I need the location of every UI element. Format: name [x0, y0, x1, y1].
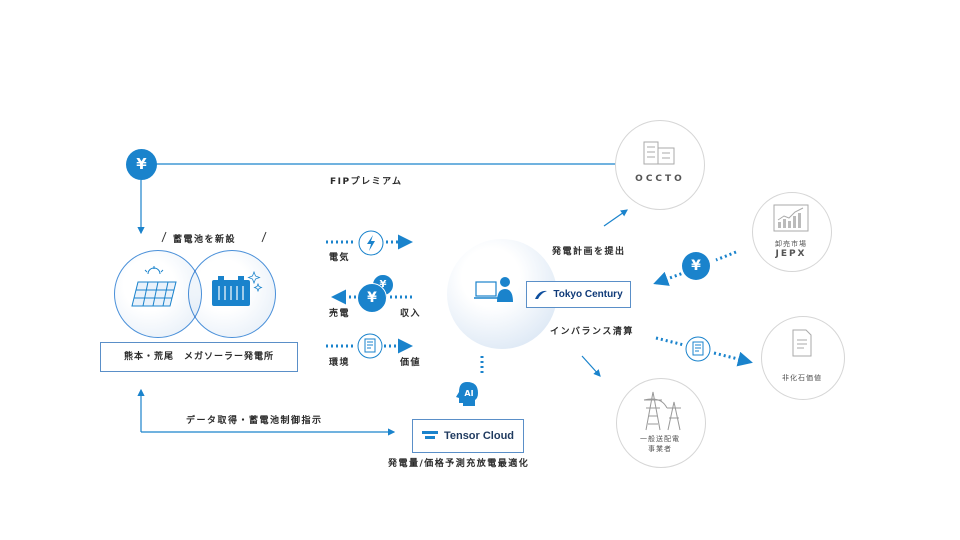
jepx-label-line1: 卸売市場: [775, 240, 807, 248]
ai-badge: AI: [464, 389, 473, 398]
sell-electricity-label: 売電: [329, 309, 351, 319]
plant-name-box: 熊本・荒尾 メガソーラー発電所: [100, 342, 298, 372]
battery-icon: [212, 270, 263, 306]
fip-coin: ¥: [126, 149, 157, 180]
data-control-label: データ取得・蓄電池制御指示: [186, 416, 323, 426]
fip-label: FIPプレミアム: [330, 177, 403, 187]
tensor-cloud-box: Tensor Cloud: [412, 419, 524, 453]
transmission-tower-icon: [643, 391, 681, 431]
ai-head-icon: AI: [456, 382, 478, 406]
lightning-icon: [358, 230, 384, 256]
jepx-arrow-a: [715, 250, 737, 262]
document-icon: [792, 329, 812, 357]
electricity-label: 電気: [329, 253, 351, 263]
plant-top-label: 蓄電池を新設: [173, 235, 237, 245]
nonfossil-arrow-a: [655, 336, 685, 347]
submit-plan-label: 発電計画を提出: [552, 247, 626, 257]
income-label: 収入: [400, 309, 422, 319]
optimization-label: 発電量/価格予測充放電最適化: [388, 459, 530, 469]
grid-label-line2: 事業者: [648, 445, 672, 453]
tokyo-century-box: Tokyo Century: [526, 281, 631, 308]
plan-arrow: [603, 209, 628, 227]
market-chart-icon: [773, 204, 809, 232]
yen-icon: ¥: [136, 155, 147, 173]
imbalance-label: インバランス清算: [550, 327, 634, 337]
solar-panel-icon: [131, 266, 177, 307]
grid-arrow: [581, 355, 601, 377]
income-coin-front: ¥: [357, 283, 387, 313]
tensor-cloud-logo-icon: [421, 431, 438, 439]
certificate-icon: [357, 333, 383, 359]
yen-icon: ¥: [379, 279, 387, 290]
product-name: Tensor Cloud: [443, 430, 515, 442]
nonfossil-certificate-icon: [685, 336, 711, 362]
company-name: Tokyo Century: [553, 289, 623, 300]
occto-label: OCCTO: [635, 174, 685, 184]
yen-icon: ¥: [367, 290, 377, 306]
yen-icon: ¥: [691, 258, 701, 274]
nonfossil-label: 非化石価値: [782, 374, 822, 382]
building-icon: [643, 141, 675, 165]
value-label: 価値: [400, 358, 422, 368]
nonfossil-arrow-b: [713, 351, 753, 367]
environment-label: 環境: [329, 358, 351, 368]
grid-label-line1: 一般送配電: [640, 435, 680, 443]
jepx-arrow-b: [653, 270, 687, 286]
occto-circle: [615, 120, 705, 210]
operator-computer-icon: [474, 277, 513, 302]
tokyo-century-logo-icon: [535, 290, 548, 299]
jepx-coin: ¥: [682, 252, 710, 280]
jepx-label-line2: JEPX: [775, 249, 807, 259]
grid-operator-circle: [616, 378, 706, 468]
plant-name: 熊本・荒尾 メガソーラー発電所: [123, 352, 274, 362]
